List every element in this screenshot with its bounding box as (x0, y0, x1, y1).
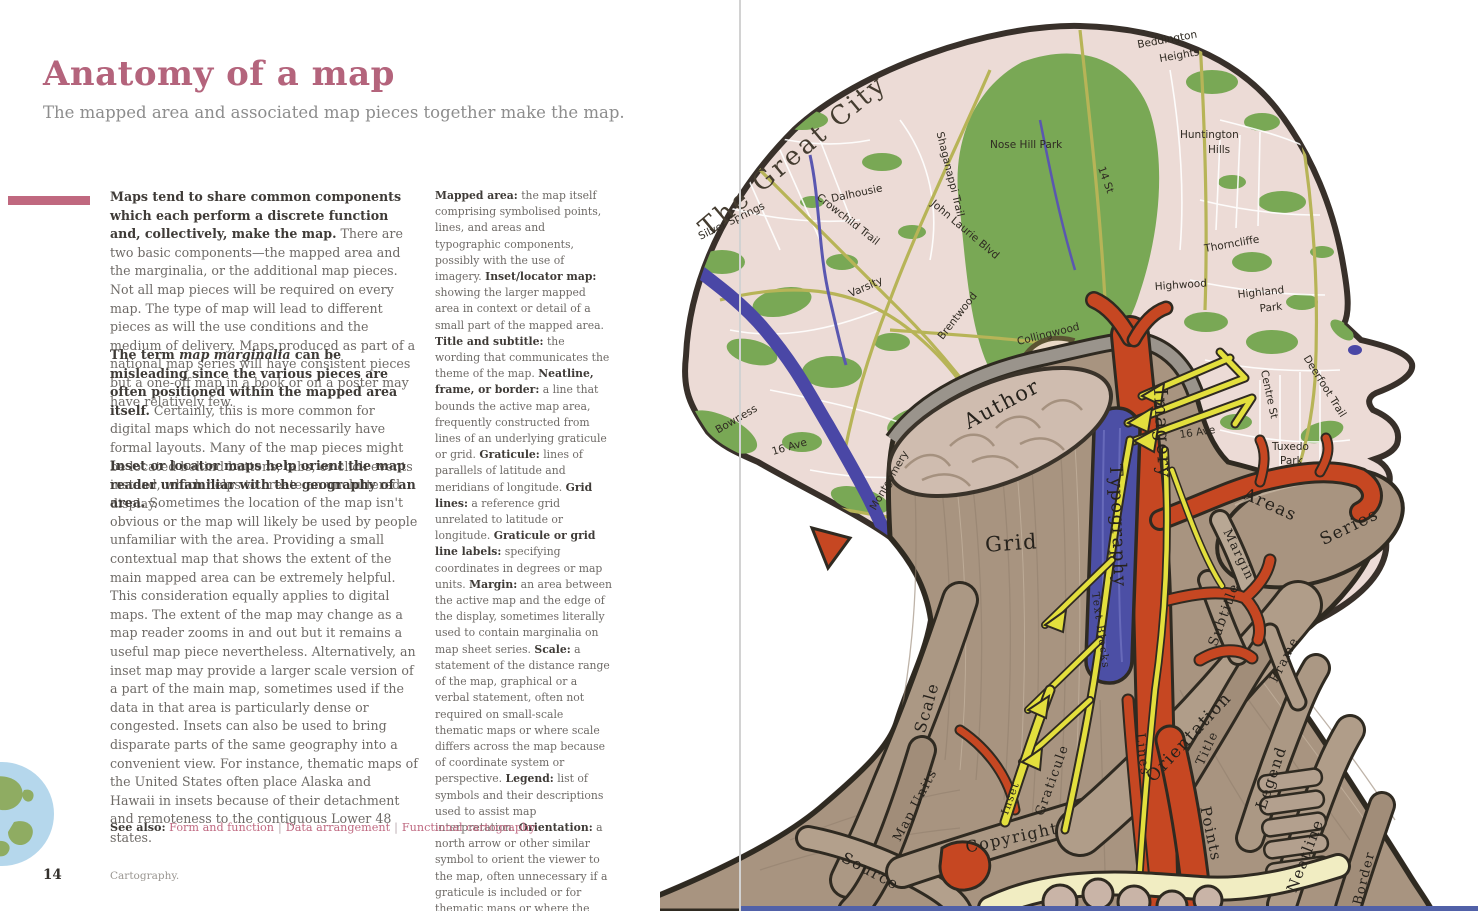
svg-text:Nose Hill Park: Nose Hill Park (990, 139, 1063, 151)
see-also-link-functional-cartography[interactable]: Functional cartography (401, 821, 536, 834)
author-mass (887, 365, 1113, 499)
accent-bar (8, 196, 90, 205)
page-bottom-edge (740, 906, 1478, 911)
intro-paragraph-3: Inset or locator maps help orient the ma… (110, 457, 419, 847)
page-number: 14 (43, 867, 62, 883)
paragraph-lead: Inset or locator maps help orient the ma… (110, 458, 416, 511)
page-title: Anatomy of a map (43, 54, 395, 94)
svg-text:Highland: Highland (1237, 284, 1285, 301)
paragraph-body: There are two basic components—the mappe… (110, 226, 416, 409)
see-also-link-form-and-function[interactable]: Form and function (169, 821, 274, 834)
svg-text:Park: Park (1280, 455, 1304, 467)
svg-text:Hills: Hills (1208, 144, 1230, 156)
page-gutter (739, 0, 741, 911)
red-patch (938, 840, 992, 892)
red-patch (809, 525, 853, 572)
intro-paragraph-2: The term map marginalia can be misleadin… (110, 346, 419, 513)
svg-text:Huntington: Huntington (1180, 129, 1239, 141)
paragraph-lead: Maps tend to share common components whi… (110, 189, 402, 242)
svg-text:16 Ave: 16 Ave (1179, 424, 1216, 441)
see-also-row: See also: Form and function |Data arrange… (110, 820, 536, 834)
svg-text:Highwood: Highwood (1154, 277, 1207, 293)
globe-icon (0, 762, 54, 866)
link-separator: | (278, 821, 282, 834)
svg-text:Typography: Typography (1105, 464, 1130, 588)
paragraph-body: Sometimes the location of the map isn't … (110, 495, 418, 845)
see-also-link-data-arrangement[interactable]: Data arrangement (285, 821, 391, 834)
anatomy-layer (660, 291, 1435, 911)
see-also-label: See also: (110, 820, 166, 834)
paragraph-lead: The term map marginalia can be misleadin… (110, 347, 398, 418)
svg-text:Grid: Grid (984, 529, 1039, 557)
svg-text:Park: Park (1259, 301, 1284, 315)
footer-text: Cartography. (110, 870, 180, 882)
nerve-arrowheads (1019, 381, 1166, 772)
intro-paragraph-1: Maps tend to share common components whi… (110, 188, 419, 411)
svg-text:Lines: Lines (1132, 732, 1152, 777)
svg-text:Imagery: Imagery (1149, 388, 1176, 480)
page-subtitle: The mapped area and associated map piece… (43, 103, 625, 122)
glossary-list: Mapped area: the map itself comprising s… (435, 189, 612, 911)
cap-rim (888, 334, 1203, 444)
nerves (999, 347, 1257, 904)
paragraph-body: Certainly, this is more common for digit… (110, 402, 413, 511)
head-map-illustration: The Great City Beddington Heights Nose H… (660, 22, 1478, 911)
svg-text:Tuxedo: Tuxedo (1271, 441, 1309, 453)
clavicle (977, 853, 1351, 911)
link-separator: | (394, 821, 398, 834)
